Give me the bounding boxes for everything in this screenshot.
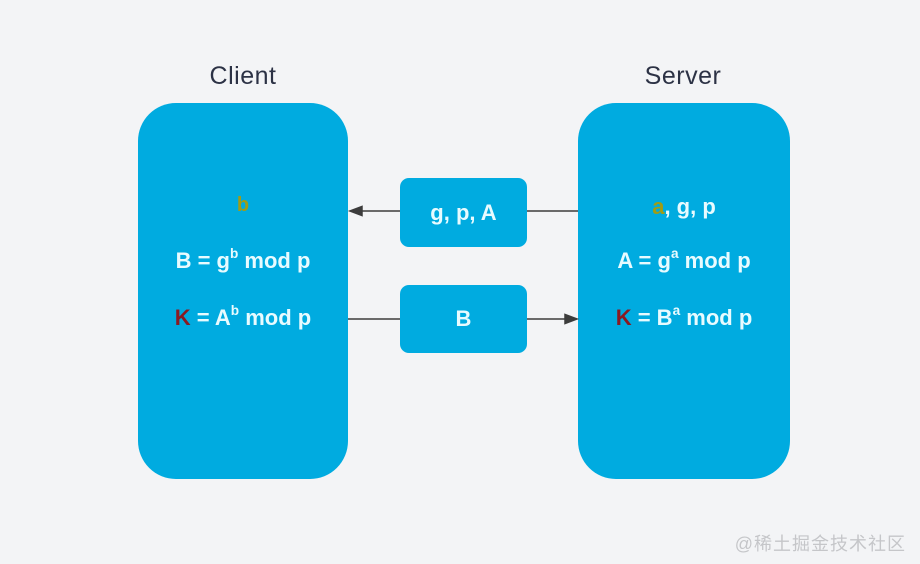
- arrowhead-to-client: [347, 205, 363, 217]
- client-key-exponent: b: [230, 302, 240, 318]
- message-box-gpa: g, p, A: [400, 178, 527, 247]
- client-public-rhs: mod p: [238, 248, 311, 273]
- client-public-exponent: b: [229, 245, 239, 261]
- message-gpa-label: g, p, A: [430, 199, 497, 225]
- server-public-lhs: A = g: [617, 248, 671, 273]
- client-title: Client: [209, 62, 277, 90]
- server-key-exponent: a: [672, 302, 681, 318]
- client-secret-value: b: [236, 194, 250, 216]
- server-key-symbol: K: [615, 305, 632, 330]
- server-known-values: a, g, p: [578, 194, 790, 220]
- server-public-formula: A = ga mod p: [578, 245, 790, 274]
- message-box-b: B: [400, 285, 527, 353]
- client-public-lhs: B = g: [175, 248, 230, 273]
- client-key-symbol: K: [174, 305, 191, 330]
- client-key-rhs: mod p: [239, 305, 312, 330]
- server-key-mid: = B: [631, 305, 673, 330]
- server-known-rest: , g, p: [664, 194, 716, 219]
- client-key-formula: K = Ab mod p: [138, 302, 348, 331]
- server-box: a, g, p A = ga mod p K = Ba mod p: [578, 103, 790, 479]
- server-key-formula: K = Ba mod p: [578, 302, 790, 331]
- watermark: @稀土掘金技术社区: [734, 534, 906, 554]
- client-key-mid: = A: [190, 305, 231, 330]
- client-box: b B = gb mod p K = Ab mod p: [138, 103, 348, 479]
- server-title: Server: [644, 62, 722, 90]
- server-public-exponent: a: [670, 245, 679, 261]
- server-public-rhs: mod p: [678, 248, 751, 273]
- client-public-formula: B = gb mod p: [138, 245, 348, 274]
- server-secret-value: a: [652, 194, 665, 219]
- server-key-rhs: mod p: [680, 305, 753, 330]
- arrowhead-to-server: [564, 313, 580, 325]
- message-b-label: B: [455, 306, 472, 331]
